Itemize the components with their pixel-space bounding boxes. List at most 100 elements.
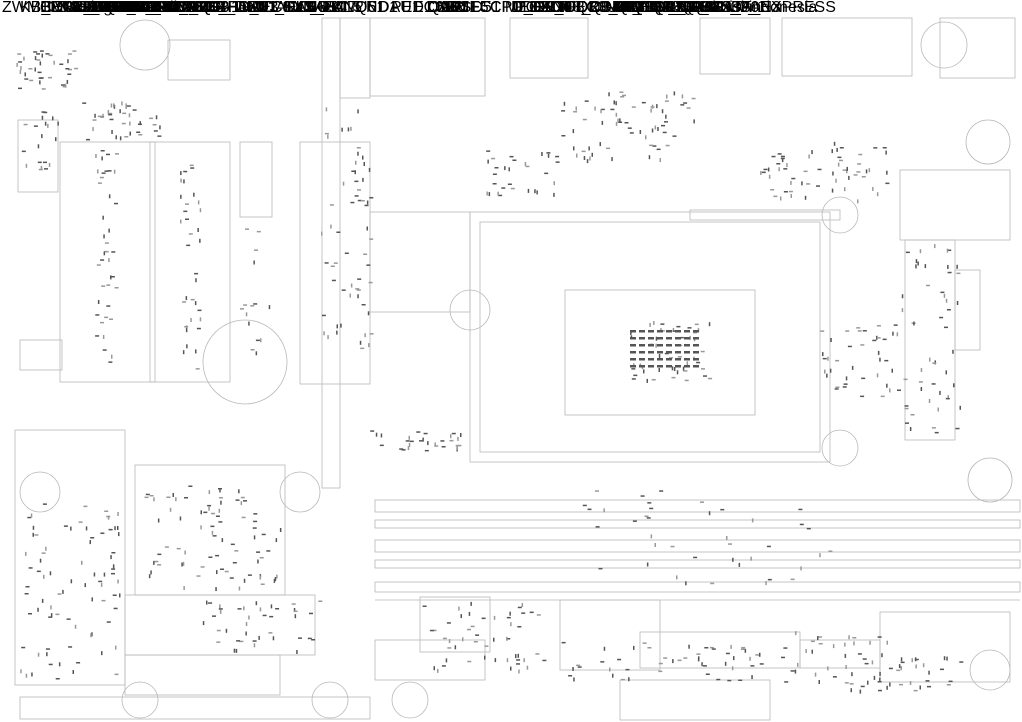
component-pad	[321, 231, 323, 236]
component-pad	[892, 331, 894, 336]
label-f3: F3	[566, 0, 585, 16]
component-pad	[445, 658, 448, 663]
component-pad	[216, 629, 221, 632]
component-pad	[508, 167, 510, 172]
component-pad	[102, 349, 107, 351]
label-du1: DU1	[446, 0, 479, 16]
component-pad	[104, 242, 109, 244]
component-pad	[824, 369, 826, 374]
component-pad	[470, 601, 472, 606]
component-pad	[676, 325, 681, 328]
component-pad	[633, 374, 638, 377]
component-pad	[943, 293, 946, 298]
label-mec3: MEC3	[614, 0, 659, 16]
component-pad	[872, 187, 874, 191]
label-uec6: UEC6	[92, 0, 135, 16]
component-pad	[831, 188, 834, 193]
component-pad	[827, 666, 829, 671]
component-pad	[100, 582, 103, 587]
component-pad	[259, 557, 264, 559]
component-pad	[755, 654, 760, 656]
component-pad	[50, 613, 53, 618]
component-pad	[913, 689, 918, 692]
component-pad	[506, 658, 509, 663]
component-pad	[190, 298, 195, 301]
component-pad	[662, 131, 667, 134]
component-pad	[136, 131, 141, 133]
component-pad	[861, 176, 866, 178]
component-pad	[268, 305, 271, 310]
component-pad	[422, 437, 424, 442]
label-dal1: DAL1	[120, 0, 161, 16]
component-pad	[563, 101, 566, 106]
component-pad	[703, 375, 707, 377]
component-pad	[856, 327, 861, 329]
component-pad	[43, 574, 45, 579]
component-pad	[195, 368, 200, 370]
component-pad	[48, 54, 53, 57]
component-pad	[28, 613, 32, 615]
cpu-capacitor-pad	[693, 344, 699, 347]
component-pad	[363, 253, 368, 255]
component-pad	[57, 121, 59, 126]
component-pad	[922, 663, 925, 668]
component-pad	[104, 316, 109, 319]
cpu-capacitor-pad	[675, 330, 681, 333]
component-pad	[108, 361, 113, 363]
component-pad	[660, 323, 665, 325]
label-cec10: CEC10	[92, 0, 144, 16]
component-pad	[197, 228, 199, 232]
component-pad	[190, 318, 192, 322]
component-pad	[627, 127, 632, 129]
component-pad	[665, 114, 667, 119]
component-pad	[857, 653, 862, 655]
label-audio-hs: AUDIO_HS	[95, 0, 177, 16]
component-pad	[876, 373, 879, 378]
component-pad	[97, 169, 99, 174]
component-pad	[677, 356, 682, 358]
component-pad	[202, 621, 205, 626]
component-pad	[588, 146, 590, 151]
component-pad	[253, 260, 255, 265]
component-pad	[910, 414, 915, 416]
cpu-capacitor-pad	[639, 351, 645, 354]
component-pad	[946, 656, 948, 661]
component-pad	[111, 130, 113, 134]
component-pad	[460, 433, 462, 437]
component-pad	[771, 155, 776, 158]
component-pad	[74, 67, 79, 70]
component-pad	[218, 608, 223, 610]
component-pad	[31, 672, 33, 677]
component-pad	[615, 112, 618, 117]
component-pad	[451, 432, 456, 435]
component-pad	[212, 615, 216, 617]
component-pad	[427, 441, 429, 446]
component-pad	[724, 661, 727, 666]
component-pad	[671, 366, 674, 371]
component-pad	[172, 493, 174, 497]
component-pad	[822, 357, 827, 360]
component-pad	[350, 201, 355, 204]
component-pad	[504, 166, 506, 171]
component-pad	[913, 321, 915, 326]
component-pad	[546, 152, 551, 154]
component-pad	[41, 552, 46, 554]
component-pad	[221, 538, 224, 543]
component-pad	[78, 521, 83, 523]
component-pad	[307, 637, 312, 640]
component-pad	[112, 594, 117, 596]
component-pad	[934, 244, 936, 249]
component-pad	[48, 76, 52, 79]
component-pad	[665, 144, 670, 147]
component-pad	[783, 191, 788, 193]
label-nq9: NQ9	[641, 0, 674, 16]
component-pad	[905, 251, 910, 254]
component-pad	[671, 376, 676, 379]
component-pad	[199, 208, 202, 213]
component-pad	[234, 550, 239, 552]
component-pad	[918, 381, 923, 383]
component-pad	[728, 543, 732, 545]
component-pad	[200, 566, 205, 568]
label-u4: U4	[324, 0, 345, 16]
cpu-capacitor-pad	[648, 358, 654, 361]
